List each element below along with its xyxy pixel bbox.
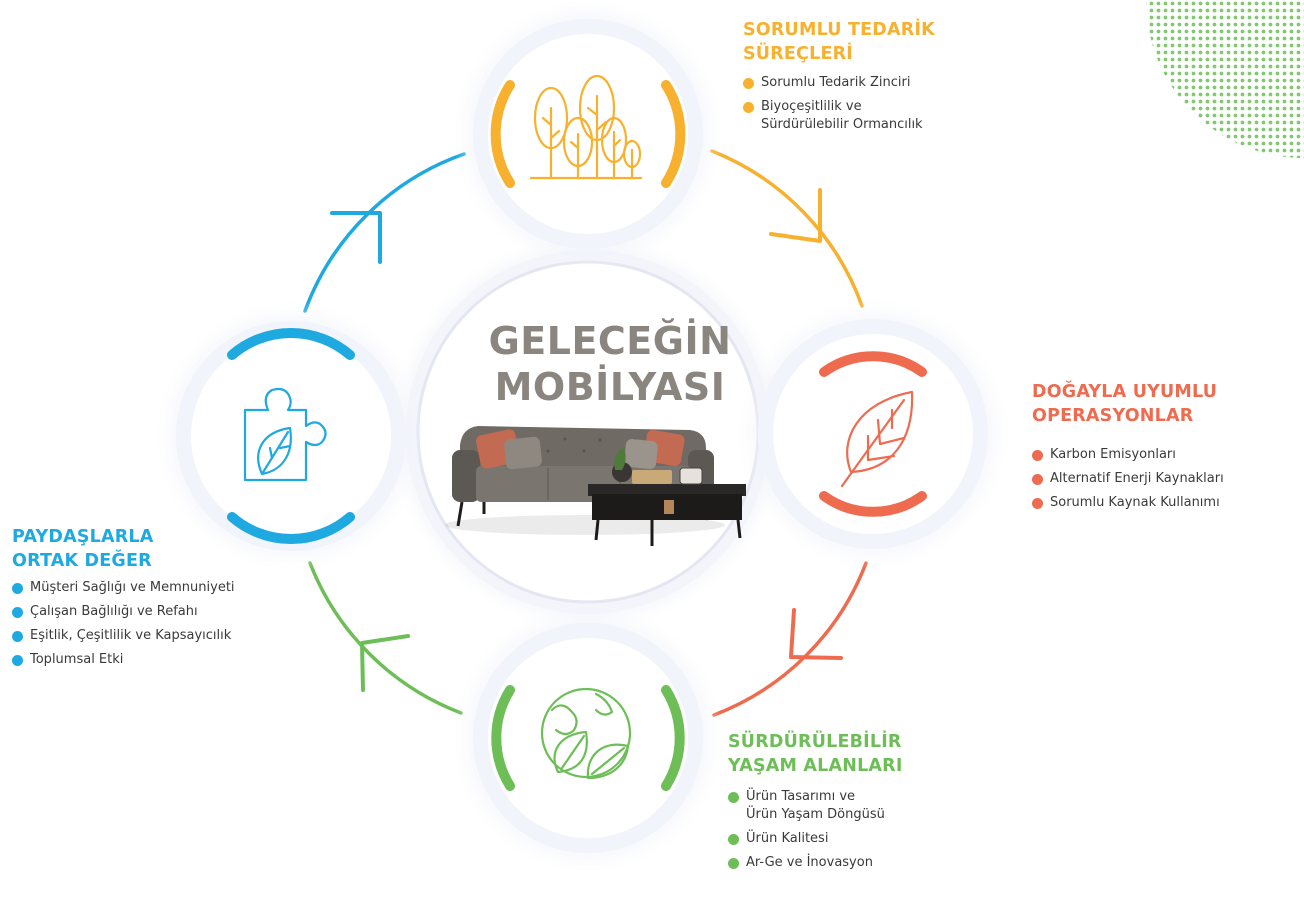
node-nature [738, 299, 1008, 569]
bullet-dot-icon [12, 583, 23, 594]
trees-icon [529, 74, 643, 180]
puzzle-leaf-icon [243, 387, 327, 482]
list-item-text: Sorumlu Tedarik Zinciri [761, 75, 911, 90]
supply-bracket-left [490, 80, 515, 188]
bullet-dot-icon [1032, 450, 1043, 461]
list-item-text: Alternatif Enerji Kaynakları [1050, 471, 1224, 486]
list-item: Toplumsal Etki [12, 651, 235, 669]
arc-stakeholders-to-supply [303, 152, 466, 313]
bullet-dot-icon [1032, 498, 1043, 509]
list-item-text: Müşteri Sağlığı ve Memnuniyeti [30, 580, 235, 595]
living-item-list: Ürün Tasarımı ve Ürün Yaşam Döngüsü Ürün… [728, 788, 903, 872]
supply-title-line-2: SÜREÇLERİ [743, 44, 853, 64]
arrow-head-blue [330, 211, 382, 264]
living-title-line-1: SÜRDÜRÜLEBİLİR [728, 732, 902, 752]
list-item: Sorumlu Kaynak Kullanımı [1032, 494, 1224, 512]
list-item-text: Ürün Kalitesi [746, 831, 829, 846]
list-item-text: Karbon Emisyonları [1050, 447, 1176, 462]
nature-bracket-top [819, 351, 927, 377]
bullet-dot-icon [743, 78, 754, 89]
list-item-text: Biyoçeşitlilik ve [761, 99, 862, 114]
node-supply [453, 0, 723, 269]
center-title-line-1: GELECEĞİN [488, 319, 732, 363]
section-living: SÜRDÜRÜLEBİLİR YAŞAM ALANLARI Ürün Tasar… [728, 730, 903, 878]
bullet-dot-icon [12, 631, 23, 642]
bullet-dot-icon [1032, 474, 1043, 485]
list-item-text: Sürdürülebilir Ormancılık [761, 117, 923, 132]
list-item-text: Sorumlu Kaynak Kullanımı [1050, 495, 1220, 510]
list-item: Ürün Kalitesi [728, 830, 903, 848]
list-item: Ürün Tasarımı ve Ürün Yaşam Döngüsü [728, 788, 903, 824]
nature-title-line-2: OPERASYONLAR [1032, 406, 1194, 426]
center-title-line-2: MOBİLYASI [494, 365, 726, 409]
center-title: GELECEĞİN MOBİLYASI [430, 318, 790, 410]
living-title-line-2: YAŞAM ALANLARI [728, 756, 903, 776]
supply-bracket-right [661, 80, 686, 188]
bullet-dot-icon [728, 834, 739, 845]
section-supply: SORUMLU TEDARİK SÜREÇLERİ Sorumlu Tedari… [743, 18, 935, 140]
list-item-text: Eşitlik, Çeşitlilik ve Kapsayıcılık [30, 628, 232, 643]
leaf-icon [840, 390, 914, 488]
bullet-dot-icon [743, 102, 754, 113]
globe-leaves-icon [540, 687, 632, 780]
supply-item-list: Sorumlu Tedarik Zinciri Biyoçeşitlilik v… [743, 74, 935, 134]
list-item: Çalışan Bağlılığı ve Refahı [12, 603, 235, 621]
stakeholders-title-line-2: ORTAK DEĞER [12, 551, 152, 571]
bullet-dot-icon [728, 858, 739, 869]
list-item-text: Toplumsal Etki [30, 652, 124, 667]
nature-title-line-1: DOĞAYLA UYUMLU [1032, 382, 1218, 402]
stakeholders-item-list: Müşteri Sağlığı ve Memnuniyeti Çalışan B… [12, 579, 235, 669]
arrow-head-coral [789, 608, 843, 660]
living-bracket-right [661, 685, 685, 791]
bullet-dot-icon [12, 655, 23, 666]
sofa-image [445, 426, 746, 546]
living-title: SÜRDÜRÜLEBİLİR YAŞAM ALANLARI [728, 730, 903, 778]
arrow-head-orange [769, 188, 822, 243]
list-item: Ar-Ge ve İnovasyon [728, 854, 903, 872]
living-bracket-left [491, 685, 515, 791]
bullet-dot-icon [728, 792, 739, 803]
list-item-text: Ürün Yaşam Döngüsü [746, 807, 885, 822]
node-living [453, 603, 723, 873]
dotted-corner-decoration [1146, 0, 1304, 158]
supply-title: SORUMLU TEDARİK SÜREÇLERİ [743, 18, 935, 66]
section-stakeholders: PAYDAŞLARLA ORTAK DEĞER Müşteri Sağlığı … [12, 525, 235, 675]
section-nature: DOĞAYLA UYUMLU OPERASYONLAR Karbon Emisy… [1032, 380, 1224, 518]
list-item: Biyoçeşitlilik ve Sürdürülebilir Ormancı… [743, 98, 935, 134]
list-item: Sorumlu Tedarik Zinciri [743, 74, 935, 92]
list-item: Eşitlik, Çeşitlilik ve Kapsayıcılık [12, 627, 235, 645]
nature-title: DOĞAYLA UYUMLU OPERASYONLAR [1032, 380, 1224, 428]
list-item-text: Ar-Ge ve İnovasyon [746, 855, 873, 870]
list-item-text: Ürün Tasarımı ve [746, 789, 856, 804]
arrow-head-green [360, 634, 410, 692]
stakeholders-bracket-bottom [227, 512, 355, 544]
arrow-heads [330, 188, 843, 692]
list-item: Alternatif Enerji Kaynakları [1032, 470, 1224, 488]
stakeholders-title-line-1: PAYDAŞLARLA [12, 527, 154, 547]
list-item: Karbon Emisyonları [1032, 446, 1224, 464]
arc-nature-to-living [712, 561, 868, 717]
list-item-text: Çalışan Bağlılığı ve Refahı [30, 604, 198, 619]
arc-living-to-stakeholders [308, 561, 463, 715]
supply-title-line-1: SORUMLU TEDARİK [743, 20, 935, 40]
nature-item-list: Karbon Emisyonları Alternatif Enerji Kay… [1032, 446, 1224, 512]
stakeholders-bracket-top [227, 328, 355, 360]
arc-supply-to-nature [710, 149, 864, 308]
bullet-dot-icon [12, 607, 23, 618]
stakeholders-title: PAYDAŞLARLA ORTAK DEĞER [12, 525, 235, 573]
nature-bracket-bottom [819, 491, 927, 517]
list-item: Müşteri Sağlığı ve Memnuniyeti [12, 579, 235, 597]
node-stakeholders [156, 301, 426, 571]
